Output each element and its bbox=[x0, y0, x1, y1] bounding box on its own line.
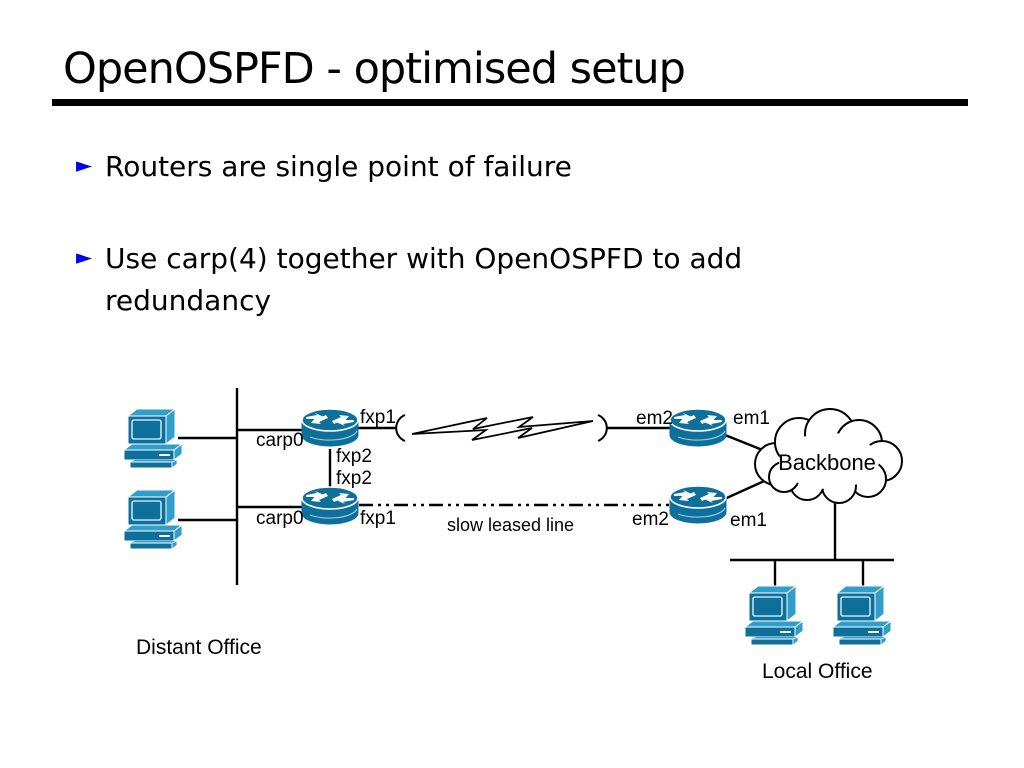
label-slow-leased-line: slow leased line bbox=[447, 515, 575, 535]
workstation-icon-distant-1 bbox=[123, 408, 183, 469]
title-underline bbox=[52, 99, 968, 106]
backbone-cloud bbox=[754, 408, 903, 504]
workstation-icon-local-2 bbox=[832, 585, 892, 646]
link-break-arc-left bbox=[395, 414, 406, 442]
router-icon-distant-bottom bbox=[301, 486, 359, 525]
router-icon-distant-top bbox=[301, 408, 359, 447]
label-em2-bottom: em2 bbox=[632, 509, 669, 530]
bullet-item-1: ► Routers are single point of failure bbox=[76, 146, 572, 188]
bullet-text-line2: redundancy bbox=[105, 284, 272, 317]
label-em1-bottom: em1 bbox=[730, 510, 767, 531]
bullet-triangle-icon: ► bbox=[76, 245, 93, 269]
lightning-bolt-icon bbox=[411, 416, 594, 441]
router-icon-local-bottom bbox=[669, 485, 727, 524]
slide-title: OpenOSPFD - optimised setup bbox=[63, 44, 686, 94]
label-local-office: Local Office bbox=[762, 660, 873, 683]
workstation-icon-distant-2 bbox=[123, 489, 183, 550]
label-fxp1-top: fxp1 bbox=[360, 407, 396, 428]
link-break-arc-right bbox=[597, 414, 608, 442]
label-fxp1-bottom: fxp1 bbox=[360, 508, 396, 529]
label-carp0-bottom: carp0 bbox=[256, 508, 304, 529]
bullet-triangle-icon: ► bbox=[76, 153, 93, 177]
bullet-text-line1: Use carp(4) together with OpenOSPFD to a… bbox=[105, 242, 743, 275]
label-em1-top: em1 bbox=[733, 408, 770, 429]
label-carp0-top: carp0 bbox=[256, 430, 304, 451]
label-backbone: Backbone bbox=[778, 450, 876, 475]
bullet-text: Routers are single point of failure bbox=[105, 150, 572, 183]
router-icon-local-top bbox=[669, 408, 727, 447]
bullet-item-2: ► Use carp(4) together with OpenOSPFD to… bbox=[76, 238, 742, 322]
label-fxp2-lower: fxp2 bbox=[336, 468, 372, 489]
label-fxp2-upper: fxp2 bbox=[336, 446, 372, 467]
label-distant-office: Distant Office bbox=[136, 636, 262, 659]
workstation-icon-local-1 bbox=[744, 585, 804, 646]
label-em2-top: em2 bbox=[636, 408, 673, 429]
